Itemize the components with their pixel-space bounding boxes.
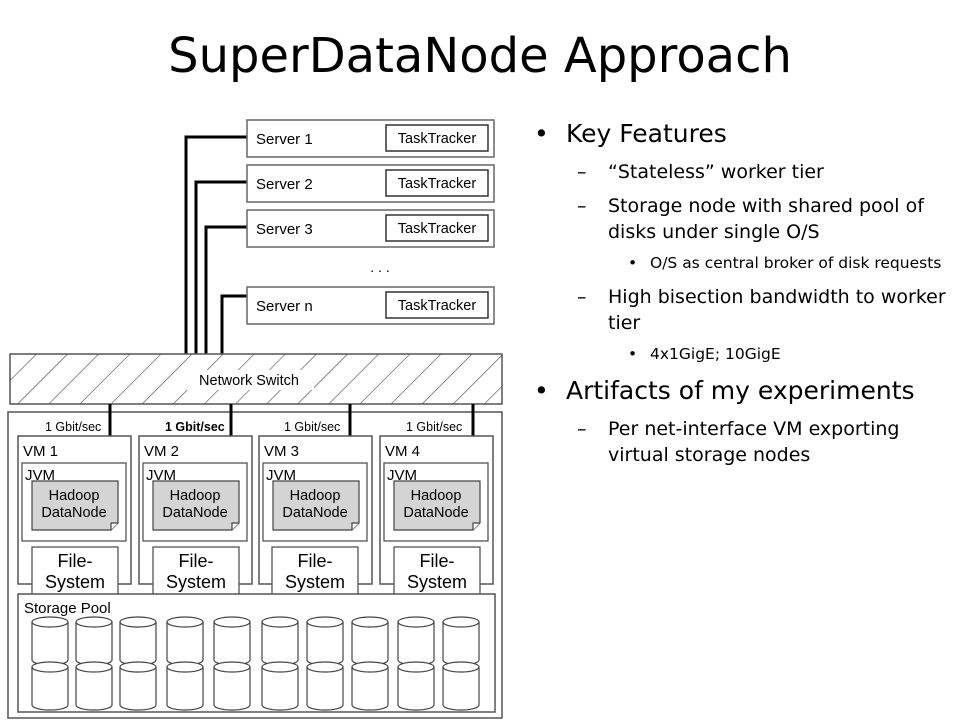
- bullet-marker: •: [628, 254, 638, 272]
- hadoop-datanode-3-line2: DataNode: [282, 505, 347, 521]
- server-1-label: Server 1: [256, 131, 313, 148]
- vm-2: VM 2 JVM Hadoop DataNode File- System: [138, 435, 253, 596]
- bullet-marker: •: [534, 119, 549, 148]
- jvm-2-label: JVM: [146, 467, 176, 484]
- jvm-4-label: JVM: [387, 467, 417, 484]
- vm-3-label: VM 3: [264, 443, 299, 460]
- disk-icon: [75, 661, 113, 711]
- server-n: Server n TaskTracker: [246, 286, 495, 325]
- server-cables: [184, 135, 247, 354]
- disk-icon: [261, 661, 299, 711]
- disk-icon: [119, 616, 157, 666]
- disk-icon: [306, 661, 344, 711]
- disk-icon: [119, 661, 157, 711]
- bullet-os-broker: • O/S as central broker of disk requests: [522, 253, 952, 274]
- network-switch-label: Network Switch: [199, 373, 299, 389]
- link-speed-4: 1 Gbit/sec: [406, 420, 462, 434]
- filesystem-3-line2: System: [285, 572, 345, 592]
- bullet-gige: • 4x1GigE; 10GigE: [522, 344, 952, 365]
- filesystem-4-line1: File-: [420, 551, 455, 571]
- vm-4: VM 4 JVM Hadoop DataNode File- System: [379, 435, 494, 596]
- tasktracker-3: TaskTracker: [398, 221, 477, 237]
- tasktracker-1: TaskTracker: [398, 131, 477, 147]
- hadoop-datanode-1-line1: Hadoop: [49, 488, 100, 504]
- bullet-marker: •: [534, 376, 549, 405]
- bullet-stateless: –“Stateless” worker tier: [522, 159, 952, 185]
- bullet-marker: •: [628, 345, 638, 363]
- bullet-text: Key Features: [566, 119, 727, 148]
- bullet-text: Storage node with shared pool of disks u…: [608, 195, 924, 243]
- bullet-text: “Stateless” worker tier: [608, 161, 824, 183]
- switch-links: [108, 404, 475, 436]
- vm-4-label: VM 4: [385, 443, 420, 460]
- server-2: Server 2 TaskTracker: [246, 164, 495, 203]
- dash-marker: –: [577, 286, 587, 308]
- bullet-key-features: • Key Features: [522, 118, 952, 149]
- bullet-bisection-bandwidth: –High bisection bandwidth to worker tier: [522, 284, 952, 336]
- vm-1-label: VM 1: [23, 443, 58, 460]
- disk-icon: [306, 616, 344, 666]
- link-speed-3: 1 Gbit/sec: [284, 420, 340, 434]
- filesystem-1-line1: File-: [58, 551, 93, 571]
- bullet-text: High bisection bandwidth to worker tier: [608, 286, 946, 334]
- hadoop-datanode-3-line1: Hadoop: [290, 488, 341, 504]
- disk-icon: [351, 661, 389, 711]
- hadoop-datanode-4-line1: Hadoop: [411, 488, 462, 504]
- disk-icon: [351, 616, 389, 666]
- dash-marker: –: [577, 161, 587, 183]
- server-1: Server 1 TaskTracker: [246, 119, 495, 158]
- dash-marker: –: [577, 418, 587, 440]
- filesystem-1-line2: System: [45, 572, 105, 592]
- link-speed-1: 1 Gbit/sec: [45, 420, 101, 434]
- bullet-storage-node: –Storage node with shared pool of disks …: [522, 193, 952, 245]
- jvm-3-label: JVM: [266, 467, 296, 484]
- vm-1: VM 1 JVM Hadoop DataNode File- System: [17, 435, 132, 596]
- server-3-label: Server 3: [256, 221, 313, 238]
- server-n-label: Server n: [256, 298, 313, 315]
- disk-icon: [442, 616, 480, 666]
- filesystem-3-line1: File-: [298, 551, 333, 571]
- vm-3: VM 3 JVM Hadoop DataNode File- System: [258, 435, 373, 596]
- bullet-text: Artifacts of my experiments: [566, 376, 915, 405]
- filesystem-4-line2: System: [407, 572, 467, 592]
- bullet-text: Per net-interface VM exporting virtual s…: [608, 418, 900, 466]
- filesystem-2-line1: File-: [179, 551, 214, 571]
- bullet-list: •Key Features –“Stateless” worker tier –…: [522, 118, 952, 476]
- disk-icon: [166, 661, 204, 711]
- servers-ellipsis: . . .: [370, 259, 389, 275]
- jvm-1-label: JVM: [25, 467, 55, 484]
- bullet-text: O/S as central broker of disk requests: [650, 254, 942, 272]
- server-3: Server 3 TaskTracker: [246, 209, 495, 248]
- hadoop-datanode-2-line2: DataNode: [162, 505, 227, 521]
- storage-pool-label: Storage Pool: [24, 600, 111, 617]
- bullet-artifacts: • Artifacts of my experiments: [522, 375, 952, 406]
- disk-icon: [31, 661, 69, 711]
- disk-icon: [213, 661, 251, 711]
- superdatanode-diagram: Server 1 TaskTracker Server 2 TaskTracke…: [7, 119, 503, 719]
- disk-icon: [397, 616, 435, 666]
- hadoop-datanode-1-line2: DataNode: [41, 505, 106, 521]
- network-switch: Network Switch: [9, 353, 503, 405]
- link-speed-2: 1 Gbit/sec: [165, 420, 225, 434]
- disk-array: [31, 616, 480, 711]
- hadoop-datanode-2-line1: Hadoop: [170, 488, 221, 504]
- disk-icon: [75, 616, 113, 666]
- server-2-label: Server 2: [256, 176, 313, 193]
- tasktracker-n: TaskTracker: [398, 298, 477, 314]
- vm-2-label: VM 2: [144, 443, 179, 460]
- dash-marker: –: [577, 195, 587, 217]
- disk-icon: [166, 616, 204, 666]
- storage-pool: Storage Pool: [17, 593, 496, 713]
- disk-icon: [442, 661, 480, 711]
- bullet-text: 4x1GigE; 10GigE: [650, 345, 781, 363]
- disk-icon: [261, 616, 299, 666]
- disk-icon: [213, 616, 251, 666]
- disk-icon: [397, 661, 435, 711]
- bullet-per-net-interface: –Per net-interface VM exporting virtual …: [522, 416, 952, 468]
- disk-icon: [31, 616, 69, 666]
- filesystem-2-line2: System: [166, 572, 226, 592]
- hadoop-datanode-4-line2: DataNode: [403, 505, 468, 521]
- tasktracker-2: TaskTracker: [398, 176, 477, 192]
- slide-title: SuperDataNode Approach: [168, 28, 792, 84]
